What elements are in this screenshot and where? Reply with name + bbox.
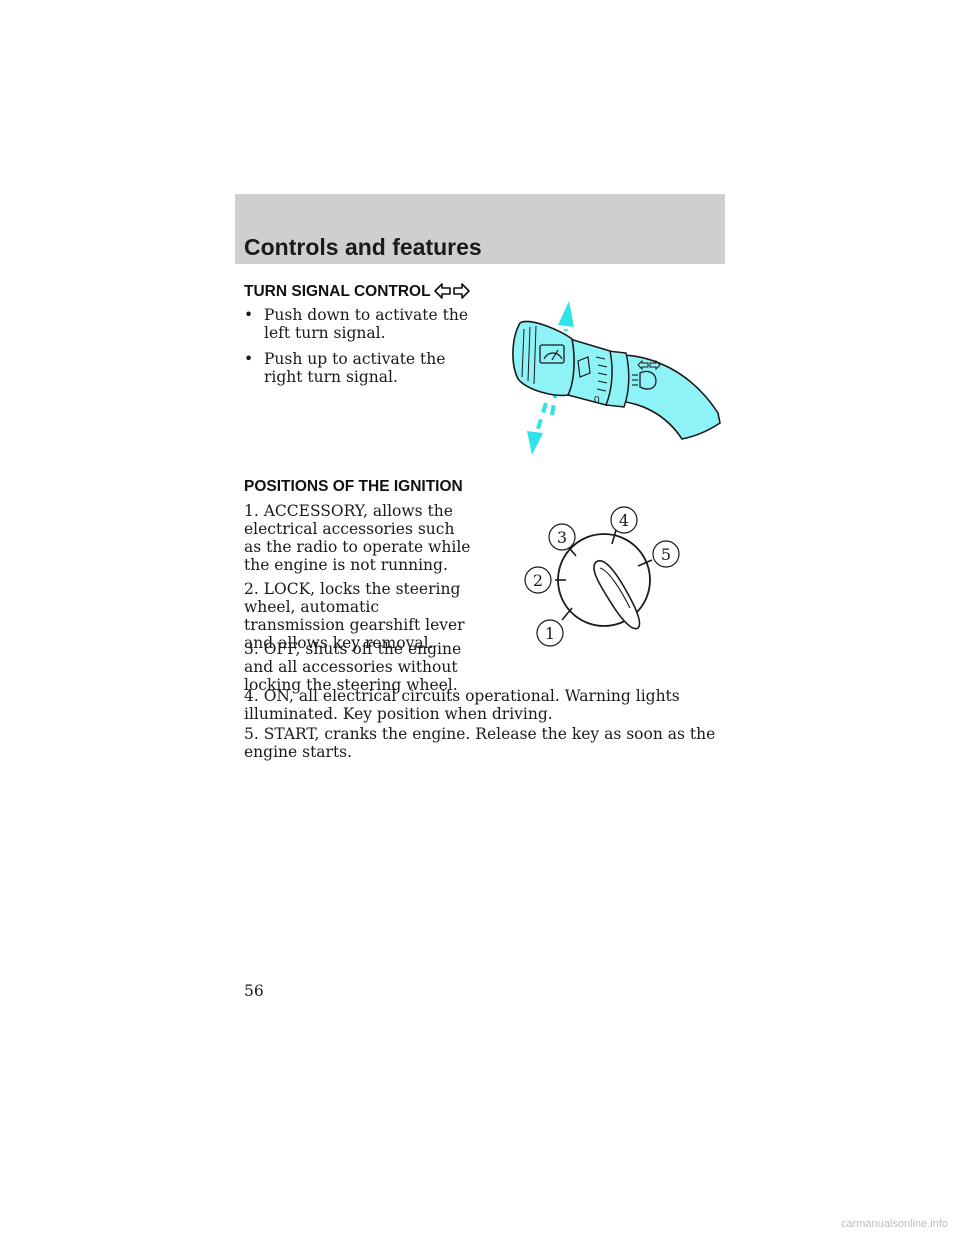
ignition-item-off: 3. OFF, shuts off the engine and all acc…	[244, 640, 462, 694]
ignition-heading: POSITIONS OF THE IGNITION	[244, 478, 463, 495]
ignition-switch-diagram: 3 4 5 2 1	[524, 506, 680, 647]
ignition-item-on: 4. ON, all electrical circuits operation…	[244, 687, 680, 723]
position-label: 4	[619, 511, 629, 530]
position-label: 1	[545, 624, 555, 643]
turn-signal-stalk-illustration: 0	[512, 301, 721, 455]
turn-signal-arrows-icon	[433, 283, 470, 304]
bullet-symbol: •	[244, 306, 254, 324]
bullet-text: Push down to activate the left turn sign…	[264, 306, 469, 342]
ignition-item-start: 5. START, cranks the engine. Release the…	[244, 725, 716, 761]
bullet-item: • Push up to activate the right turn sig…	[244, 350, 474, 386]
turn-signal-heading-text: TURN SIGNAL CONTROL	[244, 283, 431, 300]
section-header-band	[235, 194, 725, 264]
svg-text:0: 0	[594, 395, 600, 406]
bullet-item: • Push down to activate the left turn si…	[244, 306, 474, 342]
watermark: carmanualsonline.info	[840, 1218, 948, 1230]
ignition-item-lock: 2. LOCK, locks the steering wheel, autom…	[244, 580, 465, 652]
bullet-text: Push up to activate the right turn signa…	[264, 350, 446, 386]
bullet-symbol: •	[244, 350, 254, 368]
position-label: 5	[661, 545, 671, 564]
page-number: 56	[244, 982, 264, 1000]
ignition-item-accessory: 1. ACCESSORY, allows the electrical acce…	[244, 502, 471, 574]
position-label: 2	[533, 571, 543, 590]
section-title: Controls and features	[244, 234, 482, 260]
turn-signal-heading: TURN SIGNAL CONTROL	[244, 283, 470, 304]
position-label: 3	[557, 528, 567, 547]
